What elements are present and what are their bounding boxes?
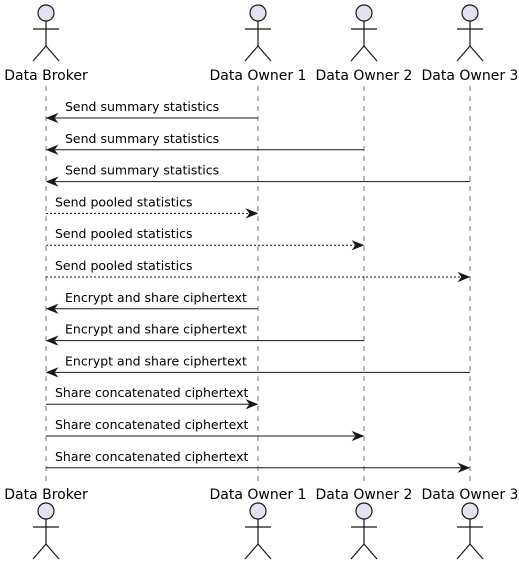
message-label: Send pooled statistics — [55, 226, 192, 241]
actor-head — [355, 4, 373, 22]
actor-label-top-owner1: Data Owner 1 — [210, 68, 307, 84]
message-label: Share concatenated ciphertext — [55, 417, 248, 432]
actor-head — [37, 502, 55, 520]
message-10: Share concatenated ciphertext — [46, 385, 259, 410]
message-label: Encrypt and share ciphertext — [65, 322, 247, 337]
message-label: Send pooled statistics — [55, 258, 192, 273]
message-1: Send summary statistics — [45, 99, 258, 124]
actor-leg-left — [32, 45, 47, 62]
message-label: Share concatenated ciphertext — [55, 385, 248, 400]
actor-top-owner3 — [456, 4, 484, 62]
actor-leg-left — [244, 543, 259, 560]
actor-label-bottom-owner2: Data Owner 2 — [316, 487, 413, 503]
actor-leg-left — [456, 45, 471, 62]
message-label: Share concatenated ciphertext — [55, 449, 248, 464]
actor-leg-right — [469, 543, 484, 560]
message-2: Send summary statistics — [45, 131, 364, 155]
message-label: Send summary statistics — [65, 131, 219, 146]
actor-leg-right — [45, 45, 60, 62]
actor-leg-left — [244, 45, 259, 62]
arrowhead-icon — [457, 271, 471, 283]
message-12: Share concatenated ciphertext — [46, 449, 471, 473]
actor-bottom-owner2 — [350, 502, 378, 560]
actor-leg-left — [350, 45, 365, 62]
arrowhead-icon — [45, 144, 59, 155]
actor-head — [461, 4, 479, 22]
actor-leg-right — [469, 45, 484, 62]
message-5: Send pooled statistics — [46, 226, 365, 251]
actor-leg-left — [32, 543, 47, 560]
actor-label-bottom-owner1: Data Owner 1 — [210, 487, 307, 503]
actor-label-top-owner3: Data Owner 3 — [422, 68, 519, 84]
actor-label-bottom-owner3: Data Owner 3 — [422, 487, 519, 503]
actor-top-owner2 — [350, 4, 378, 62]
message-label: Send summary statistics — [65, 163, 219, 178]
actor-head — [461, 502, 479, 520]
actor-leg-left — [456, 543, 471, 560]
actor-leg-left — [350, 543, 365, 560]
arrowhead-icon — [45, 335, 59, 346]
actor-bottom-owner3 — [456, 502, 484, 560]
message-label: Send pooled statistics — [55, 194, 192, 209]
message-label: Send summary statistics — [65, 99, 219, 114]
message-3: Send summary statistics — [45, 163, 470, 187]
arrowhead-icon — [351, 240, 365, 251]
message-label: Encrypt and share ciphertext — [65, 290, 247, 305]
actor-head — [37, 4, 55, 22]
message-6: Send pooled statistics — [46, 258, 471, 283]
actor-leg-right — [45, 543, 60, 560]
actor-top-owner1 — [244, 4, 272, 62]
arrowhead-icon — [245, 399, 259, 410]
arrowhead-icon — [351, 430, 365, 442]
actor-leg-right — [257, 543, 272, 560]
message-11: Share concatenated ciphertext — [46, 417, 365, 442]
arrowhead-icon — [45, 112, 59, 124]
actor-bottom-broker — [32, 502, 60, 560]
arrowhead-icon — [45, 176, 59, 187]
actor-head — [249, 4, 267, 22]
arrowhead-icon — [457, 462, 471, 473]
message-label: Encrypt and share ciphertext — [65, 353, 247, 368]
actor-leg-right — [363, 543, 378, 560]
actor-top-broker — [32, 4, 60, 62]
actor-label-bottom-broker: Data Broker — [4, 487, 88, 503]
arrowhead-icon — [45, 303, 59, 314]
actor-bottom-owner1 — [244, 502, 272, 560]
message-7: Encrypt and share ciphertext — [45, 290, 258, 314]
actor-head — [249, 502, 267, 520]
actor-label-top-broker: Data Broker — [4, 68, 88, 84]
actor-leg-right — [363, 45, 378, 62]
arrowhead-icon — [45, 367, 59, 378]
actor-label-top-owner2: Data Owner 2 — [316, 68, 413, 84]
arrowhead-icon — [245, 208, 259, 219]
actor-leg-right — [257, 45, 272, 62]
message-4: Send pooled statistics — [46, 194, 259, 219]
message-8: Encrypt and share ciphertext — [45, 322, 364, 346]
message-9: Encrypt and share ciphertext — [45, 353, 470, 378]
actor-head — [355, 502, 373, 520]
